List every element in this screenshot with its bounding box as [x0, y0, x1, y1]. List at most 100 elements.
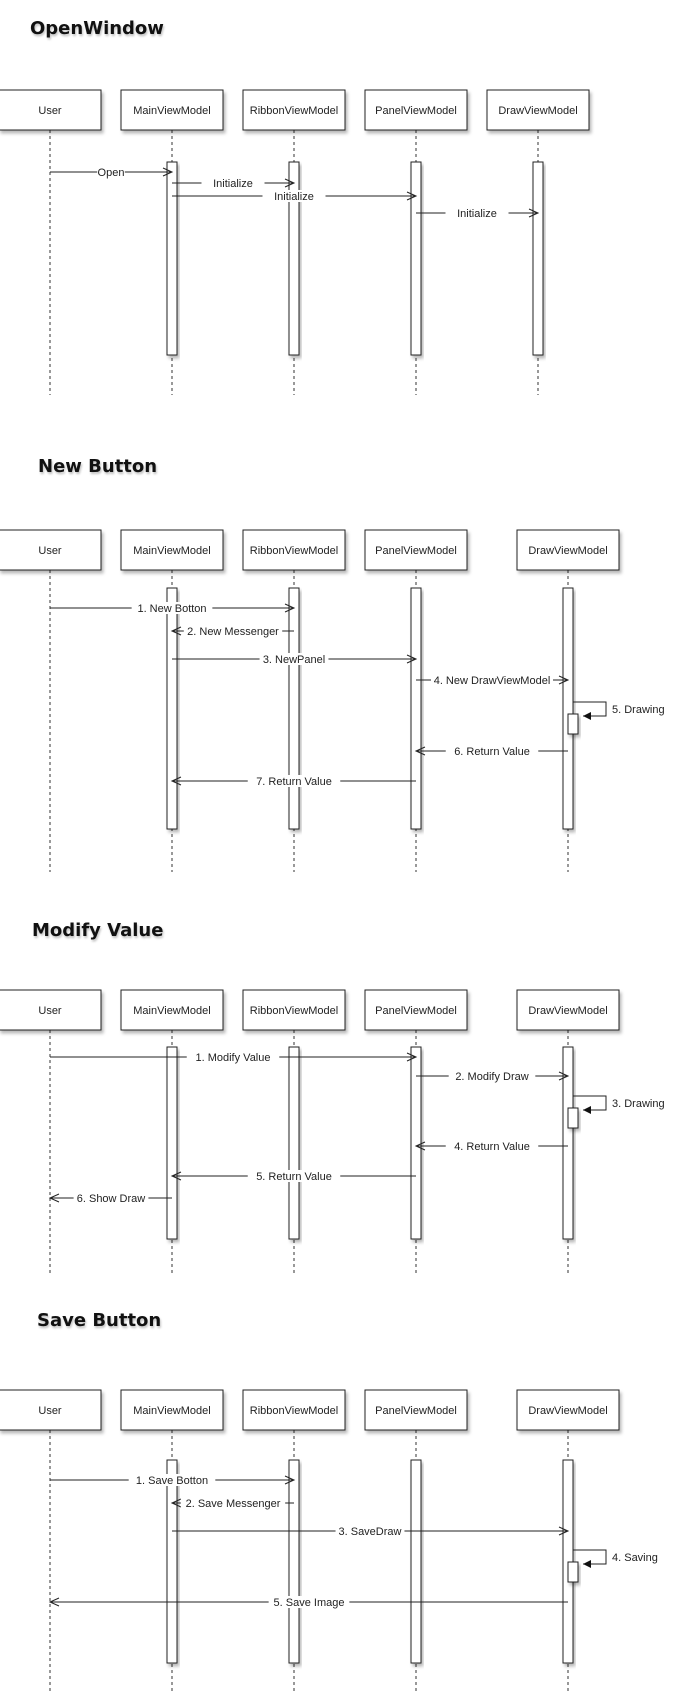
- message-label: 7. Return Value: [256, 776, 332, 788]
- lifeline-ribbon-view-model: RibbonViewModel: [242, 989, 346, 1275]
- lifelines: User MainViewModel RibbonViewModel PanelVie…: [0, 989, 620, 1275]
- lifeline-box: [486, 89, 590, 131]
- lifeline-label: User: [38, 1405, 62, 1417]
- message-3: Initialize: [172, 190, 418, 203]
- message-label: 4. Saving: [612, 1552, 658, 1564]
- lifeline-label: MainViewModel: [133, 1005, 210, 1017]
- message-label: 2. Modify Draw: [455, 1071, 528, 1083]
- lifeline-label: RibbonViewModel: [250, 105, 338, 117]
- lifeline-label: User: [38, 105, 62, 117]
- message-label-background: [445, 745, 539, 757]
- diagram-canvas: User MainViewModel RibbonViewModel PanelVie…: [0, 989, 665, 1275]
- message-label-background: [180, 1497, 286, 1509]
- message-4: 4. Return Value: [414, 1140, 568, 1153]
- lifeline-label: RibbonViewModel: [250, 545, 338, 557]
- lifeline-box: [364, 989, 468, 1031]
- message-label-background: [335, 1525, 405, 1537]
- lifeline-box: [516, 1389, 620, 1431]
- arrowhead: [528, 208, 540, 218]
- lifeline-panel-view-model: PanelViewModel: [364, 1389, 468, 1693]
- sequence-diagram-modify-value: Modify Value User MainViewModel RibbonView…: [0, 900, 683, 1300]
- activation-bars: [166, 161, 544, 356]
- message-label: 4. Return Value: [454, 1141, 530, 1153]
- lifeline-box: [0, 89, 102, 131]
- message-label-background: [73, 1192, 149, 1204]
- message-label-background: [268, 1596, 350, 1608]
- message-label: Open: [98, 167, 125, 179]
- message-label: Initialize: [213, 178, 253, 190]
- message-label-background: [448, 1070, 536, 1082]
- message-label: Initialize: [274, 191, 314, 203]
- arrowhead: [284, 1475, 296, 1485]
- diagram-title: New Button: [38, 456, 158, 477]
- arrowhead: [406, 654, 418, 664]
- arrowhead: [558, 675, 570, 685]
- lifeline-label: PanelViewModel: [375, 1005, 457, 1017]
- lifeline-label: MainViewModel: [133, 105, 210, 117]
- message-label-background: [186, 1051, 280, 1063]
- message-label: 3. SaveDraw: [339, 1526, 402, 1538]
- arrowhead: [170, 776, 182, 786]
- activation-bar: [410, 587, 422, 830]
- arrowhead: [558, 1526, 570, 1536]
- message-label-background: [445, 1140, 539, 1152]
- lifeline-box: [364, 529, 468, 571]
- lifeline-user: User: [0, 1389, 102, 1693]
- message-label-background: [445, 207, 509, 219]
- message-1: 1. New Botton: [50, 602, 296, 615]
- message-label: 4. New DrawViewModel: [434, 675, 551, 687]
- arrowhead: [48, 1597, 60, 1607]
- message-3: 3. NewPanel: [172, 653, 418, 666]
- arrowhead: [406, 1052, 418, 1062]
- message-label: 2. Save Messenger: [186, 1498, 281, 1510]
- lifeline-box: [0, 529, 102, 571]
- activation-bars: [166, 1459, 574, 1664]
- self-call-line: [573, 701, 607, 717]
- lifeline-box: [0, 989, 102, 1031]
- activation-bar: [166, 587, 178, 830]
- lifeline-label: MainViewModel: [133, 1405, 210, 1417]
- message-6: 6. Return Value: [414, 745, 568, 758]
- message-4: Initialize: [416, 207, 540, 220]
- lifeline-box: [120, 1389, 224, 1431]
- lifeline-user: User: [0, 989, 102, 1275]
- activation-bar: [562, 1046, 574, 1240]
- message-5: 5. Return Value: [170, 1170, 416, 1183]
- activation-bar: [166, 161, 178, 356]
- diagram-title: Modify Value: [32, 920, 164, 941]
- diagram-title: Save Button: [37, 1310, 162, 1331]
- lifeline-main-view-model: MainViewModel: [120, 89, 224, 395]
- arrowhead: [583, 1560, 591, 1568]
- lifeline-user: User: [0, 89, 102, 395]
- lifeline-user: User: [0, 529, 102, 872]
- activation-bar: [410, 161, 422, 356]
- arrowhead: [170, 1498, 182, 1508]
- lifeline-box: [120, 989, 224, 1031]
- lifeline-box: [516, 989, 620, 1031]
- activation-bar: [166, 1046, 178, 1240]
- message-label-background: [201, 177, 265, 189]
- self-call-line: [573, 1095, 607, 1111]
- arrowhead: [284, 603, 296, 613]
- self-call-line: [573, 1549, 607, 1565]
- lifeline-label: DrawViewModel: [498, 105, 577, 117]
- message-5: 5. Drawing: [567, 701, 665, 735]
- message-label-background: [259, 653, 329, 665]
- lifeline-label: DrawViewModel: [528, 1005, 607, 1017]
- activation-bar: [288, 587, 300, 830]
- message-2: 2. Save Messenger: [170, 1497, 294, 1510]
- message-6: 6. Show Draw: [48, 1192, 172, 1205]
- arrowhead: [284, 178, 296, 188]
- activation-bar: [166, 1459, 178, 1664]
- message-2: Initialize: [172, 177, 296, 190]
- message-label-background: [262, 190, 326, 202]
- message-2: 2. Modify Draw: [416, 1070, 570, 1083]
